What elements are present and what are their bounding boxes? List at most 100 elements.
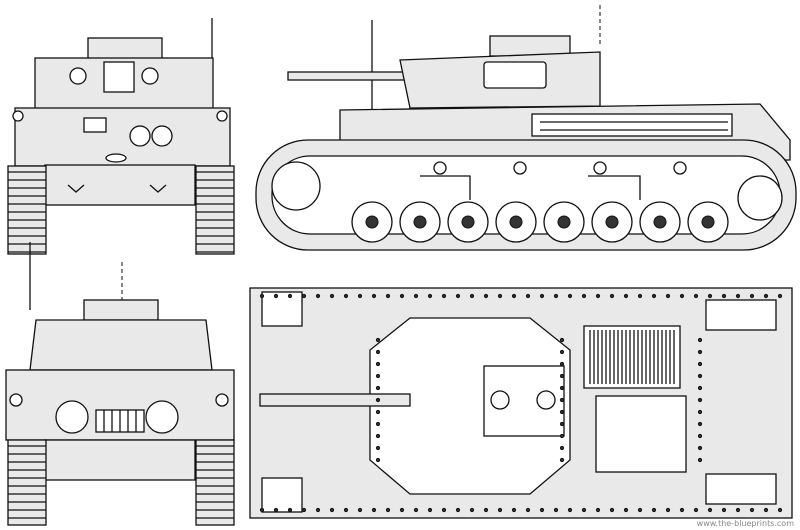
rivet <box>707 293 713 299</box>
rear-box-top <box>705 299 777 331</box>
road-wheel-hub <box>605 215 619 229</box>
road-wheel-hub <box>653 215 667 229</box>
rivet <box>371 293 377 299</box>
rivet <box>697 337 703 343</box>
front-lower-plate <box>44 164 196 206</box>
rivet <box>441 293 447 299</box>
return-roller <box>513 161 527 175</box>
rivet <box>763 293 769 299</box>
drive-sprocket <box>271 161 321 211</box>
hatch-right <box>536 390 556 410</box>
rivet <box>595 293 601 299</box>
rivet <box>559 385 565 391</box>
rivet <box>399 293 405 299</box>
rear-track-left <box>7 439 47 526</box>
rivet <box>679 293 685 299</box>
rivet <box>559 361 565 367</box>
rivet <box>371 507 377 513</box>
watermark: www.the-blueprints.com <box>696 519 794 528</box>
rivet <box>399 507 405 513</box>
rivet <box>375 421 381 427</box>
rear-turret <box>29 319 213 371</box>
rivet <box>559 349 565 355</box>
rear-lamp-left <box>9 393 23 407</box>
rivet <box>721 507 727 513</box>
rivet <box>567 293 573 299</box>
rivet <box>697 409 703 415</box>
rivet <box>375 337 381 343</box>
rivets <box>259 293 783 513</box>
road-wheel-hub <box>413 215 427 229</box>
rivet <box>259 507 265 513</box>
rivet <box>559 433 565 439</box>
rivet <box>581 507 587 513</box>
rivet <box>651 507 657 513</box>
return-roller <box>593 161 607 175</box>
rivet <box>637 293 643 299</box>
rivet <box>559 457 565 463</box>
rivet <box>697 457 703 463</box>
engine-grille-slats <box>589 330 675 384</box>
rivet <box>427 507 433 513</box>
rivet <box>469 293 475 299</box>
rivet <box>385 507 391 513</box>
rivet <box>441 507 447 513</box>
rivet <box>497 293 503 299</box>
rivet <box>777 507 783 513</box>
rivet <box>559 445 565 451</box>
rivet <box>559 421 565 427</box>
vision-port-right <box>141 67 159 85</box>
rivet <box>693 293 699 299</box>
rivet <box>623 293 629 299</box>
rivet <box>697 349 703 355</box>
rear-track-right <box>195 439 235 526</box>
front-turret-top <box>87 37 163 61</box>
rear-turret-top <box>83 299 159 321</box>
front-light-left <box>129 125 151 147</box>
rivet <box>609 293 615 299</box>
top-turret <box>369 317 571 495</box>
rivet <box>697 397 703 403</box>
rivet <box>777 293 783 299</box>
rivet <box>559 397 565 403</box>
rivet <box>665 293 671 299</box>
front-track-links <box>8 171 234 253</box>
rivet <box>525 293 531 299</box>
rivet <box>301 507 307 513</box>
rivet <box>651 293 657 299</box>
front-lamp-right <box>216 110 228 122</box>
rivet <box>623 507 629 513</box>
side-view <box>255 5 797 251</box>
rivet <box>375 361 381 367</box>
rivet <box>679 507 685 513</box>
rivet <box>343 293 349 299</box>
road-wheel-hub <box>557 215 571 229</box>
rivet <box>329 293 335 299</box>
rivet <box>559 373 565 379</box>
road-wheel-hub <box>701 215 715 229</box>
top-front-box-right <box>261 477 303 513</box>
rivet <box>721 293 727 299</box>
rivet <box>329 507 335 513</box>
rivet <box>375 397 381 403</box>
rivet <box>697 445 703 451</box>
rivet <box>567 507 573 513</box>
rivet <box>511 293 517 299</box>
grille-lines <box>540 121 728 131</box>
rivet <box>497 507 503 513</box>
rivet <box>301 293 307 299</box>
return-roller <box>433 161 447 175</box>
front-hooks <box>67 184 167 193</box>
rear-view <box>5 242 235 526</box>
commander-cupola <box>489 35 571 57</box>
road-wheel-hub <box>509 215 523 229</box>
rivet <box>413 507 419 513</box>
rivet <box>375 433 381 439</box>
rivet <box>595 507 601 513</box>
rivet <box>375 385 381 391</box>
rear-grille-bars <box>103 410 137 432</box>
side-grille <box>531 113 733 137</box>
rivet <box>581 293 587 299</box>
front-mantlet <box>103 61 135 93</box>
